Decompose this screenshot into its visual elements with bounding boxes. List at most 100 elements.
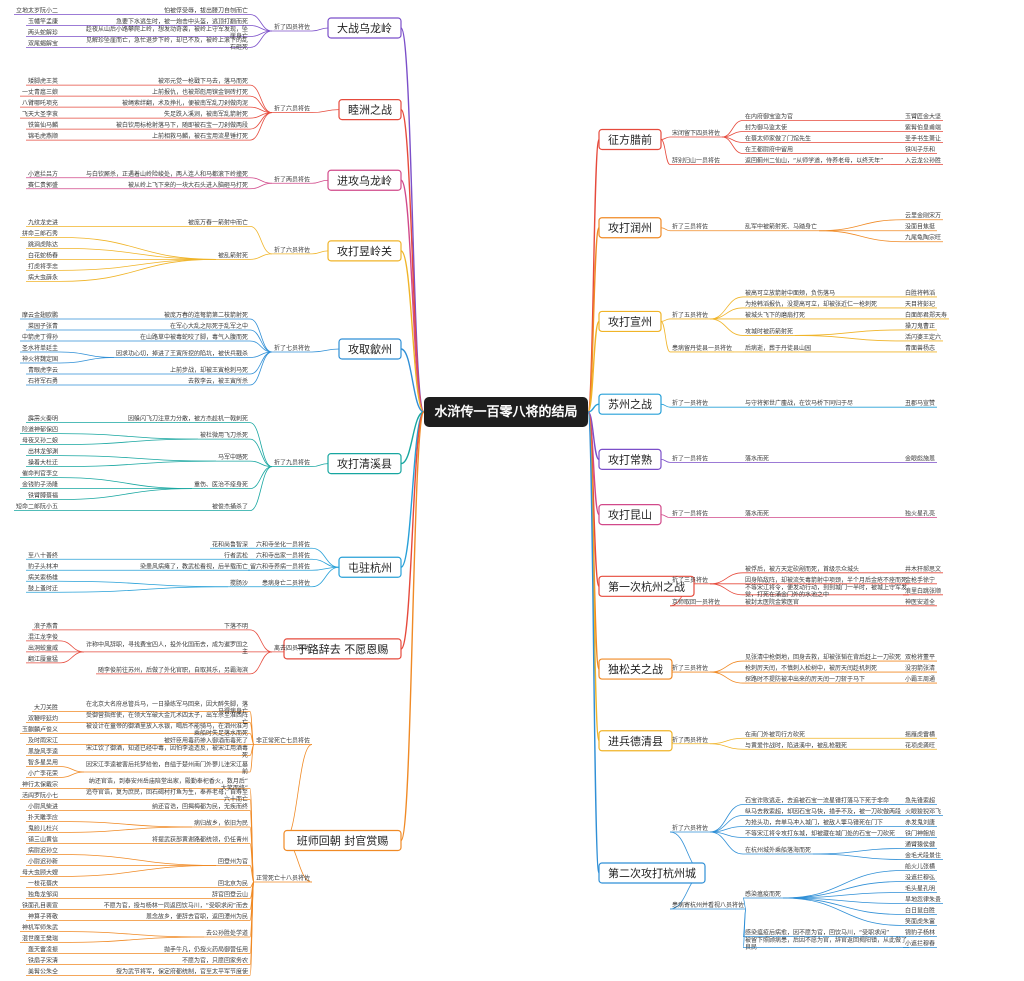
detail-text: 在北京大名府总管兵马，一日操练军马回来，因大醉失脚，落马得病身亡 — [86, 700, 248, 715]
person-name: 飞天大圣李衮 — [22, 110, 58, 118]
person-name: 青眼虎李云 — [28, 366, 58, 374]
person-name: 智多星吴用 — [28, 759, 58, 767]
connector-line — [311, 558, 340, 568]
branch-line — [400, 179, 425, 413]
connector-line — [59, 357, 115, 364]
connector-line — [59, 586, 229, 593]
person-name: 一丈青扈三娘 — [22, 88, 58, 96]
person-name: 八臂哪吒项充 — [22, 99, 58, 107]
person-name: 急先锋索超 — [905, 797, 935, 805]
category-box[interactable] — [338, 99, 402, 121]
person-name: 神机军师朱武 — [22, 924, 58, 932]
connector-line — [782, 897, 904, 926]
connector-line — [59, 477, 193, 490]
person-name: 摇雁虎雷横 — [905, 730, 935, 738]
category-box[interactable] — [598, 575, 695, 597]
detail-text: 石宝诈败逃走，去追被石宝一流星锤打落马下死于非命 — [745, 797, 889, 805]
connector-line — [782, 870, 904, 899]
category-box[interactable] — [598, 448, 662, 470]
connector-line — [249, 865, 255, 883]
person-name: 出林龙邹渊 — [28, 448, 58, 456]
detail-text: 折了六员将佐 — [672, 824, 708, 832]
category-box[interactable] — [327, 240, 402, 262]
detail-text: 京师取回一员将佐 — [672, 598, 720, 606]
person-name: 轰天雷凌振 — [28, 946, 58, 954]
person-name: 独火星孔亮 — [905, 510, 935, 518]
detail-text: 折了三员将佐 — [672, 664, 708, 672]
person-name: 拼命三郎石秀 — [22, 229, 58, 237]
person-name: 小尉迟孙新 — [28, 858, 58, 866]
detail-text: 被设计在童帝的御酒里放入水银，喝后不能骑马，在泗州淮河乘船时失足落水而死 — [86, 722, 248, 737]
detail-text: 不等宋江将令，便发动行动，到到城门一半时，被城上守军发觉，打死在涌金门外的水池之… — [745, 583, 907, 598]
person-name: 火眼狻猊邓飞 — [905, 808, 941, 816]
detail-text: 纳还官诰，回揭梅都为民，无疾而终 — [152, 803, 248, 811]
detail-text: 上前步战，却被王寅枪刺马死 — [170, 366, 248, 374]
category-box[interactable] — [338, 556, 402, 578]
category-box[interactable] — [327, 169, 402, 191]
person-name: 跳涧虎陈达 — [28, 240, 58, 248]
central-topic[interactable]: 水浒传一百零八将的结局 — [424, 397, 588, 427]
person-name: 小霸王周通 — [905, 675, 935, 683]
category-label: 攻取歙州 — [348, 342, 392, 356]
category-box[interactable] — [283, 829, 402, 852]
person-name: 铁扇子宋清 — [28, 957, 58, 965]
category-box[interactable] — [598, 217, 662, 239]
person-name: 云里金刚宋万 — [905, 212, 941, 220]
connector-line — [249, 84, 273, 114]
connector-line — [311, 109, 340, 114]
detail-text: 不愿为官，授与杨林一同返回饮马川，“受职求闲”而去 — [104, 902, 248, 910]
detail-text: 追夺官诰，复为庶民，回石碣村打鱼为生，奉养老母，自寿至六十而亡 — [86, 788, 248, 803]
connector-line — [709, 743, 744, 750]
detail-text: 宋闭留下四员将佐 — [672, 129, 720, 137]
connector-line — [249, 744, 255, 773]
connector-line — [59, 433, 199, 440]
category-box[interactable] — [598, 128, 662, 151]
person-name: 锦毛虎燕顺 — [28, 132, 58, 140]
category-label: 班师回朝 封官赏赐 — [297, 834, 389, 848]
person-name: 旱地忽律朱贵 — [905, 896, 941, 904]
category-box[interactable] — [338, 338, 402, 360]
connector-line — [709, 296, 744, 320]
branch-line — [587, 411, 600, 874]
detail-text: 随李俊前往苏州，后做了外化官职，自取其乐，另霸海滨 — [98, 666, 248, 674]
category-label: 征方腊前 — [608, 133, 652, 147]
detail-text: 急要下水逃生时，被一炮击中头盔，逃顶打翻而死 — [116, 18, 248, 26]
category-label: 攻打宣州 — [608, 314, 652, 328]
category-box[interactable] — [327, 17, 402, 39]
category-box[interactable] — [598, 658, 673, 680]
category-box[interactable] — [327, 453, 402, 475]
connector-line — [59, 247, 217, 260]
connector-line — [249, 182, 273, 190]
detail-text: 被邓元觉一枪戳下马去，落马而死 — [158, 77, 248, 85]
person-name: 玉幡竿孟康 — [28, 18, 58, 26]
detail-text: 诈称中风辞职，寻找费宝四人，投外化国而去，成为暹罗国之主 — [86, 640, 248, 655]
branch-line — [587, 403, 600, 413]
person-name: 浪子燕青 — [34, 622, 58, 630]
detail-text: 趁夜从山后小路攀爬上岭，想发动奇袭，被岭上守军发现，坠崖身亡 — [86, 25, 248, 40]
person-name: 铁笛仙马麟 — [28, 121, 58, 129]
person-name: 没遮拦穆弘 — [905, 874, 935, 882]
category-box[interactable] — [598, 730, 673, 752]
connector-line — [311, 348, 340, 353]
connector-line — [249, 30, 273, 48]
detail-text: 六和寺坐化一员将佐 — [256, 540, 310, 548]
connector-line — [742, 908, 747, 948]
connector-line — [59, 460, 217, 468]
category-box[interactable] — [598, 504, 662, 526]
category-label: 大战乌龙岭 — [337, 21, 392, 35]
category-box[interactable] — [598, 862, 706, 884]
person-name: 神医安道全 — [905, 598, 935, 606]
detail-text: 被城头飞下的磨扇打死 — [745, 311, 805, 319]
person-name: 两头蛇解珍 — [28, 29, 58, 37]
detail-text: 授为武节将军，保定府都统制，官至太平军节度使 — [116, 968, 248, 976]
category-box[interactable] — [598, 393, 662, 415]
detail-text: 因身陷敌阵，却被流矢毒箭射中项颈，半个月后金疮不痊而死 — [745, 576, 907, 584]
connector-line — [59, 865, 217, 877]
person-name: 紫髯伯皇甫端 — [905, 124, 941, 132]
category-box[interactable] — [283, 638, 402, 660]
category-box[interactable] — [598, 310, 662, 333]
detail-text: 马军中踏死 — [218, 453, 248, 461]
detail-text: 折了一员将佐 — [672, 510, 708, 518]
connector-line — [311, 250, 329, 255]
detail-text: 被乱箭射死 — [218, 251, 248, 259]
